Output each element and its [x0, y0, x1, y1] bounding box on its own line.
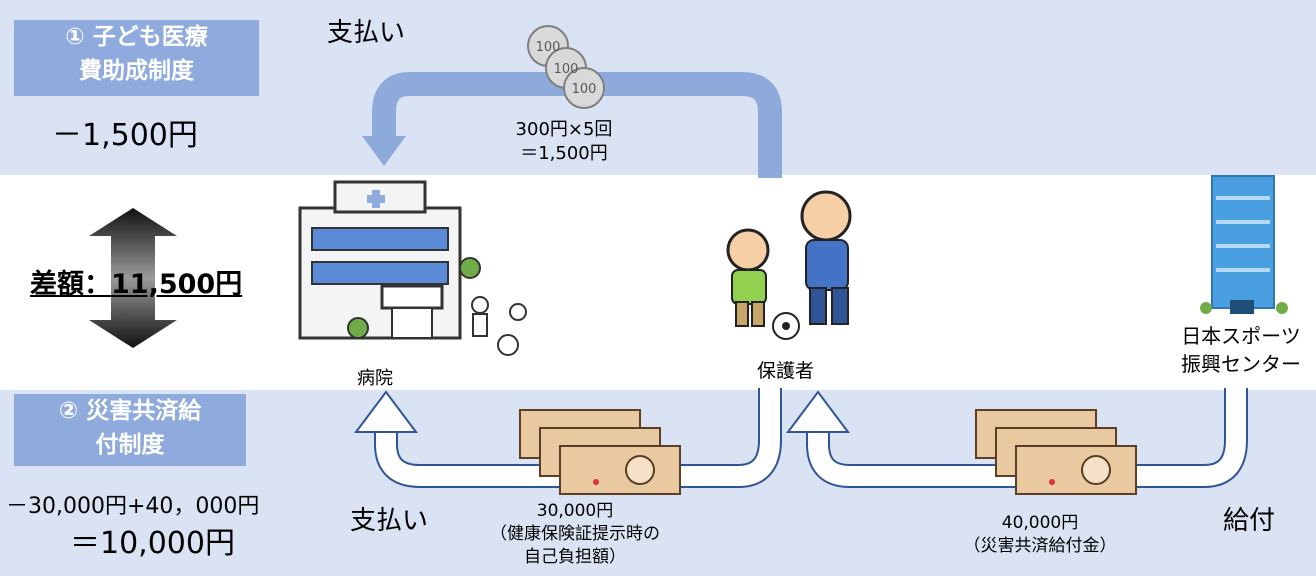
- top-calc-line2: ＝1,500円: [520, 143, 608, 164]
- benefit-label: 給付: [1223, 506, 1276, 536]
- benefit-note: （災害共済給付金）: [963, 536, 1117, 556]
- payment-note-line1: （健康保険証提示時の: [490, 524, 660, 544]
- top-calc-line1: 300円×5回: [515, 119, 613, 140]
- building-icon: [1200, 175, 1288, 314]
- top-amount: －1,500円: [52, 118, 198, 153]
- bottom-payment-label: 支払い: [350, 506, 429, 536]
- payment-note-line2: 自己負担額）: [524, 547, 626, 567]
- benefit-amount-block: 40,000円 （災害共済給付金）: [940, 512, 1140, 558]
- bottom-title-box: ② 災害共済給 付制度: [14, 394, 246, 466]
- banknote-icon: [519, 409, 681, 495]
- bottom-title-line1: ② 災害共済給: [58, 398, 202, 424]
- coin-icon: 100 100 100: [527, 25, 605, 109]
- jsc-label-line1: 日本スポーツ: [1181, 324, 1301, 348]
- top-arrow-head: [362, 136, 406, 166]
- difference-label: 差額：11,500円: [30, 269, 243, 300]
- svg-text:100: 100: [554, 62, 579, 77]
- top-title-line2: 費助成制度: [79, 58, 194, 84]
- top-calc: 300円×5回 ＝1,500円: [486, 118, 642, 166]
- banknote-icon: [975, 409, 1137, 495]
- bottom-amount-line2: ＝10,000円: [70, 526, 235, 561]
- jsc-label-line2: 振興センター: [1181, 352, 1301, 376]
- bottom-title-line2: 付制度: [95, 432, 165, 458]
- payment-amount-block: 30,000円 （健康保険証提示時の 自己負担額）: [455, 500, 695, 569]
- jsc-label: 日本スポーツ 振興センター: [1168, 322, 1314, 378]
- svg-text:100: 100: [536, 40, 561, 55]
- hospital-label: 病院: [357, 368, 393, 389]
- difference-arrow: [89, 208, 177, 348]
- top-payment-label: 支払い: [327, 18, 406, 48]
- bottom-amount-line1: －30,000円+40，000円: [6, 494, 260, 519]
- top-title-line1: ① 子ども医療: [65, 24, 208, 50]
- benefit-amount: 40,000円: [1001, 513, 1079, 533]
- hospital-icon: [298, 180, 527, 356]
- guardian-child-icon: [726, 190, 852, 340]
- svg-text:100: 100: [572, 82, 597, 97]
- guardian-label: 保護者: [757, 360, 815, 382]
- top-title-box: ① 子ども医療 費助成制度: [14, 20, 259, 96]
- payment-amount: 30,000円: [536, 501, 614, 521]
